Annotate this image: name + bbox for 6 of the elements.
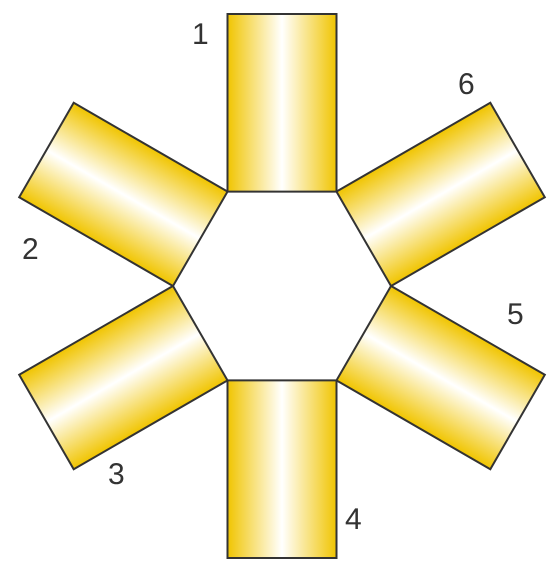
- callout-number: 5: [507, 300, 524, 330]
- callout-number: 1: [192, 20, 209, 50]
- callout-number: 3: [108, 460, 125, 490]
- callout-number: 6: [458, 70, 475, 100]
- callout-number: 4: [345, 505, 362, 535]
- callout-number: 2: [22, 235, 39, 265]
